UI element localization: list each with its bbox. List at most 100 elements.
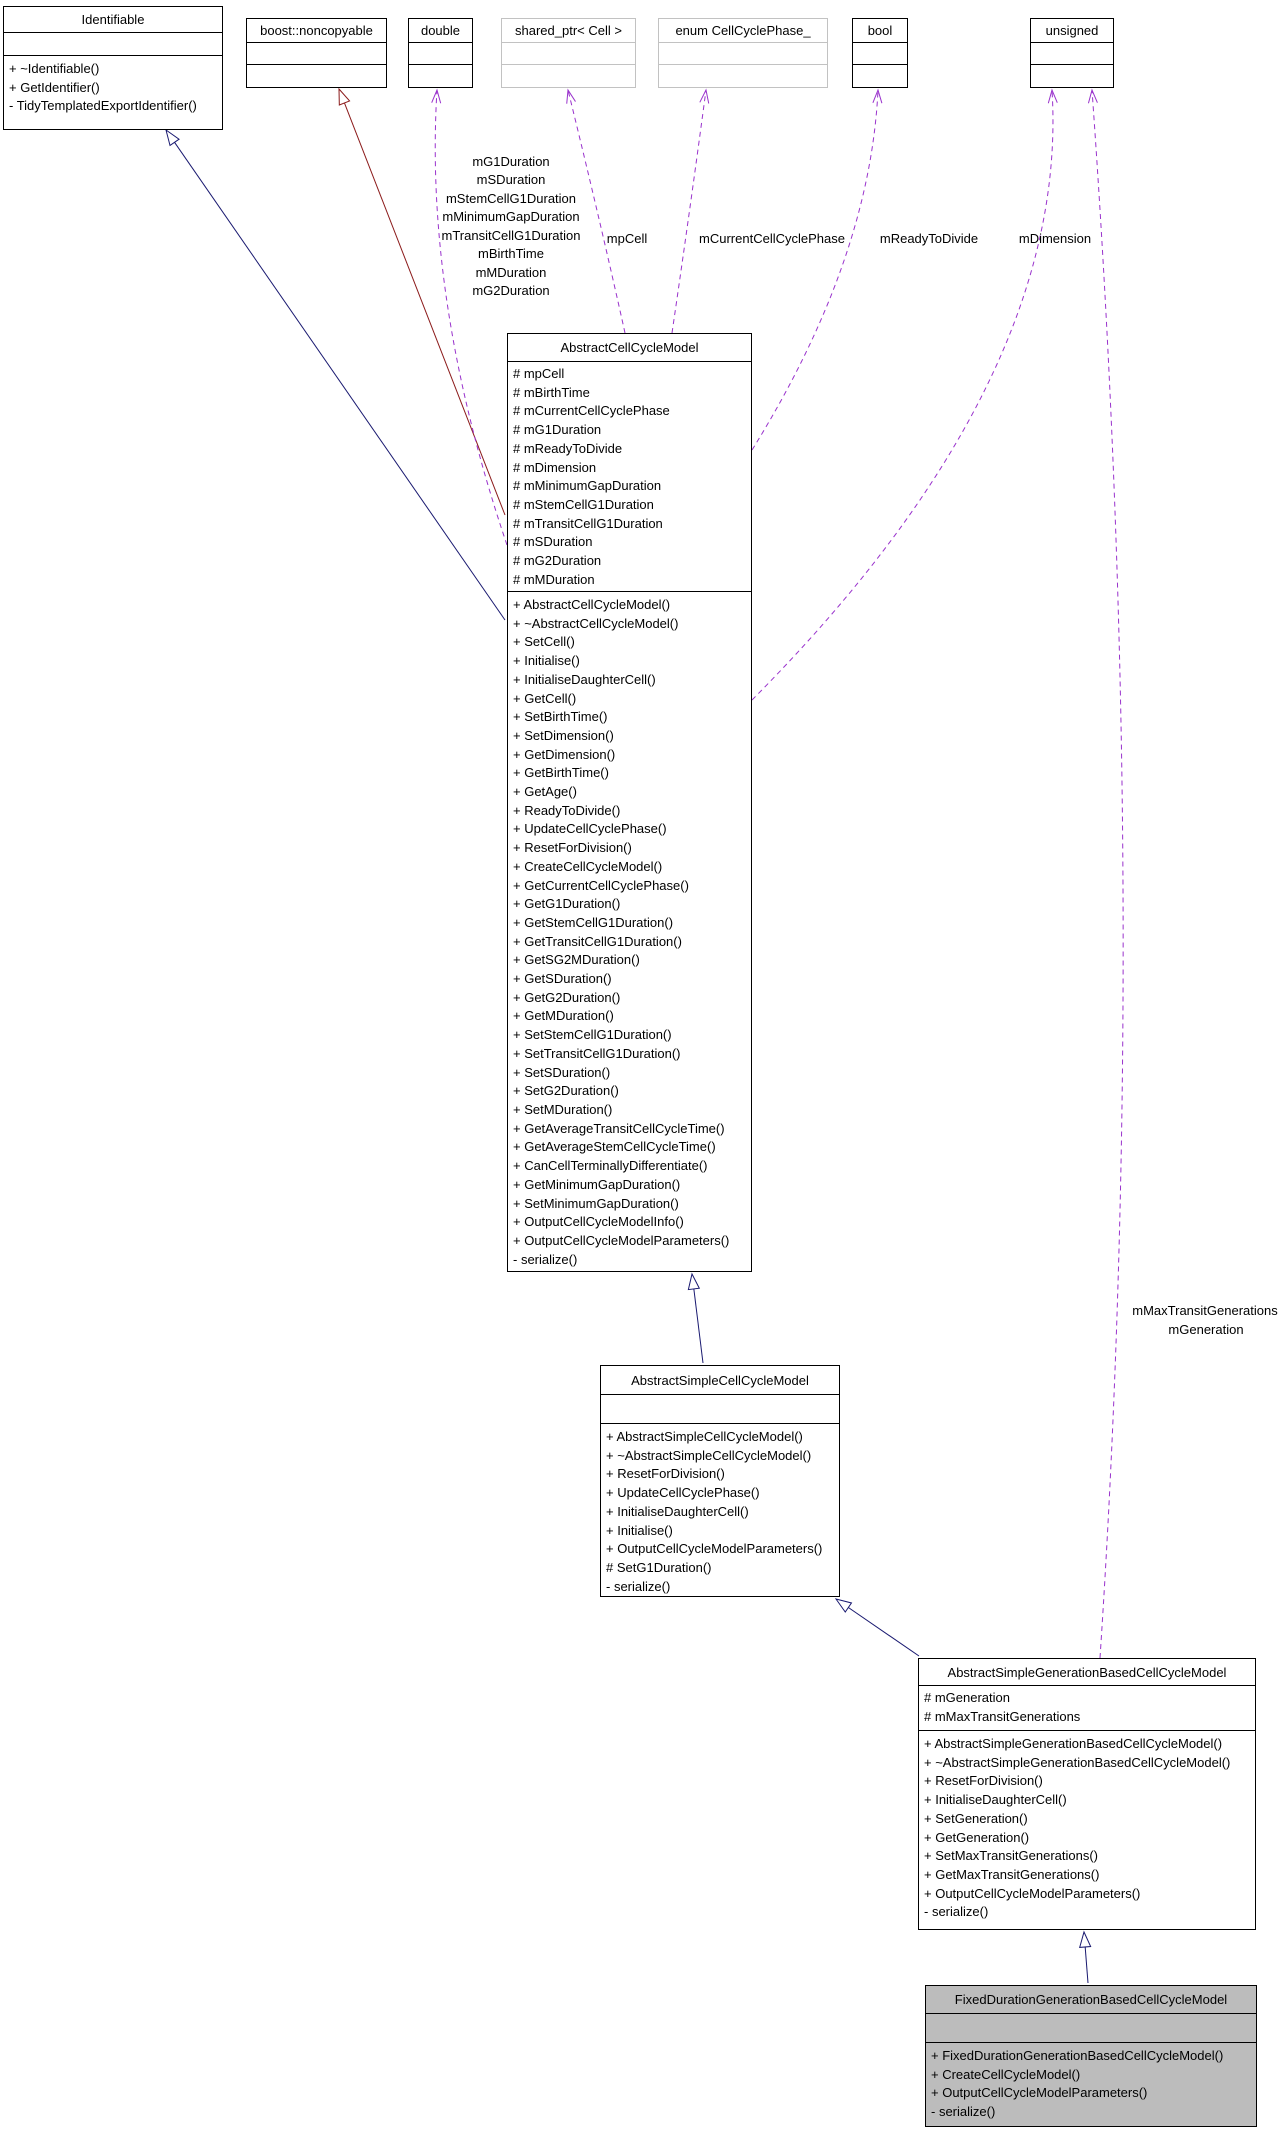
class-title: unsigned — [1031, 19, 1113, 43]
member-line: + GetAge() — [513, 784, 577, 800]
class-title: AbstractCellCycleModel — [508, 334, 751, 362]
class-title: FixedDurationGenerationBasedCellCycleMod… — [926, 1986, 1256, 2014]
edge-usage-double-durations — [431, 88, 508, 546]
edge-label-mg2duration: mG2Duration — [472, 283, 550, 298]
class-box-abstract-simple-generation-based-cell-cycle-model[interactable]: AbstractSimpleGenerationBasedCellCycleMo… — [918, 1658, 1256, 1930]
class-methods: + FixedDurationGenerationBasedCellCycleM… — [926, 2043, 1256, 2126]
edge-label-mpcell: mpCell — [606, 231, 648, 246]
edge-label-mminimumgapduration: mMinimumGapDuration — [442, 209, 580, 224]
class-methods — [1031, 65, 1113, 75]
class-attributes — [502, 43, 635, 65]
class-methods: + AbstractSimpleGenerationBasedCellCycle… — [919, 1731, 1255, 1928]
member-line: - serialize() — [606, 1578, 671, 1594]
member-line: - serialize() — [931, 2104, 996, 2120]
class-title: Identifiable — [4, 7, 222, 33]
edge-usage-generation-unsigned — [1087, 88, 1124, 1659]
class-box-shared-ptr-cell[interactable]: shared_ptr< Cell > — [501, 18, 636, 88]
member-line: + GetTransitCellG1Duration() — [513, 933, 682, 949]
class-title: AbstractSimpleGenerationBasedCellCycleMo… — [919, 1659, 1255, 1686]
member-line: + InitialiseDaughterCell() — [513, 671, 656, 687]
edge-label-mdimension: mDimension — [1018, 231, 1092, 246]
edge-inheritance-fixed-generation — [1079, 1930, 1092, 1984]
class-title: AbstractSimpleCellCycleModel — [601, 1366, 839, 1395]
edge-label-msduration: mSDuration — [476, 172, 546, 187]
class-methods — [247, 65, 386, 75]
member-line: + SetSDuration() — [513, 1064, 611, 1080]
member-line: + AbstractSimpleCellCycleModel() — [606, 1429, 803, 1444]
member-line: + GetSDuration() — [513, 971, 612, 987]
member-line: - TidyTemplatedExportIdentifier() — [9, 98, 197, 114]
member-line: + Initialise() — [513, 653, 580, 669]
member-line: # mSDuration — [513, 534, 593, 550]
class-box-fixed-duration-generation-based-cell-cycle-model[interactable]: FixedDurationGenerationBasedCellCycleMod… — [925, 1985, 1257, 2127]
class-attributes — [247, 43, 386, 65]
class-box-abstract-simple-cell-cycle-model[interactable]: AbstractSimpleCellCycleModel + AbstractS… — [600, 1365, 840, 1597]
member-line: + Initialise() — [606, 1522, 673, 1538]
class-attributes — [659, 43, 827, 65]
member-line: + SetGeneration() — [924, 1810, 1028, 1826]
member-line: + SetDimension() — [513, 727, 614, 743]
member-line: # mG1Duration — [513, 422, 602, 438]
member-line: + FixedDurationGenerationBasedCellCycleM… — [931, 2048, 1224, 2063]
class-methods — [853, 65, 907, 75]
member-line: + CreateCellCycleModel() — [931, 2066, 1081, 2082]
member-line: + GetCell() — [513, 690, 577, 706]
member-line: + GetMinimumGapDuration() — [513, 1176, 681, 1192]
member-line: + OutputCellCycleModelParameters() — [931, 2085, 1148, 2101]
member-line: # SetG1Duration() — [606, 1559, 712, 1575]
member-line: + GetMaxTransitGenerations() — [924, 1866, 1100, 1882]
edge-label-mbirthtime: mBirthTime — [478, 246, 544, 261]
member-line: + ResetForDivision() — [513, 840, 632, 856]
edge-usage-dimension — [751, 88, 1058, 701]
class-box-identifiable[interactable]: Identifiable + ~Identifiable() + GetIdent… — [3, 6, 223, 130]
class-box-abstract-cell-cycle-model[interactable]: AbstractCellCycleModel # mpCell# mBirthT… — [507, 333, 752, 1272]
member-line: # mCurrentCellCyclePhase — [513, 403, 670, 419]
member-line: + SetMaxTransitGenerations() — [924, 1848, 1099, 1864]
edge-usage-ready-to-divide — [751, 88, 883, 451]
class-box-double[interactable]: double — [408, 18, 473, 88]
member-line: + ReadyToDivide() — [513, 802, 621, 818]
member-line: + SetMDuration() — [513, 1101, 613, 1117]
member-line: # mTransitCellG1Duration — [513, 515, 663, 531]
member-line: - serialize() — [924, 1904, 989, 1920]
class-attributes: # mGeneration# mMaxTransitGenerations — [919, 1686, 1255, 1731]
member-line: + ~Identifiable() — [9, 61, 100, 76]
member-line: # mGeneration — [924, 1690, 1010, 1705]
edge-usage-mpcell — [566, 88, 626, 334]
class-title: enum CellCyclePhase_ — [659, 19, 827, 43]
member-line: + GetG1Duration() — [513, 896, 621, 912]
member-line: + ~AbstractCellCycleModel() — [513, 615, 679, 631]
member-line: + SetCell() — [513, 634, 575, 650]
member-line: # mMinimumGapDuration — [513, 478, 662, 494]
class-box-boost-noncopyable[interactable]: boost::noncopyable — [246, 18, 387, 88]
member-line: + ~AbstractSimpleGenerationBasedCellCycl… — [924, 1754, 1231, 1770]
class-methods — [409, 65, 472, 75]
edge-label-mreadytodivide: mReadyToDivide — [879, 231, 979, 246]
class-box-enum-cellcyclephase[interactable]: enum CellCyclePhase_ — [658, 18, 828, 88]
member-line: + OutputCellCycleModelInfo() — [513, 1214, 684, 1230]
member-line: + InitialiseDaughterCell() — [924, 1792, 1067, 1808]
member-line: + SetBirthTime() — [513, 709, 608, 725]
class-title: double — [409, 19, 472, 43]
edge-inheritance-simple-accm — [687, 1272, 704, 1364]
member-line: + GetAverageTransitCellCycleTime() — [513, 1120, 725, 1136]
edge-label-mstemcellg1duration: mStemCellG1Duration — [445, 191, 577, 206]
member-line: + ~AbstractSimpleCellCycleModel() — [606, 1447, 812, 1463]
class-attributes — [926, 2014, 1256, 2043]
member-line: + GetCurrentCellCyclePhase() — [513, 877, 689, 893]
class-box-bool[interactable]: bool — [852, 18, 908, 88]
member-line: + SetTransitCellG1Duration() — [513, 1045, 681, 1061]
member-line: + SetG2Duration() — [513, 1083, 619, 1099]
class-attributes — [409, 43, 472, 65]
member-line: + GetSG2MDuration() — [513, 952, 640, 968]
edge-usage-current-phase — [671, 88, 710, 334]
edge-label-mgeneration: mGeneration — [1168, 1322, 1244, 1337]
member-line: + InitialiseDaughterCell() — [606, 1503, 749, 1519]
member-line: + ResetForDivision() — [606, 1466, 725, 1482]
member-line: + GetBirthTime() — [513, 765, 609, 781]
class-box-unsigned[interactable]: unsigned — [1030, 18, 1114, 88]
edge-inheritance-accm-noncopyable — [338, 87, 506, 516]
member-line: + GetIdentifier() — [9, 79, 100, 95]
